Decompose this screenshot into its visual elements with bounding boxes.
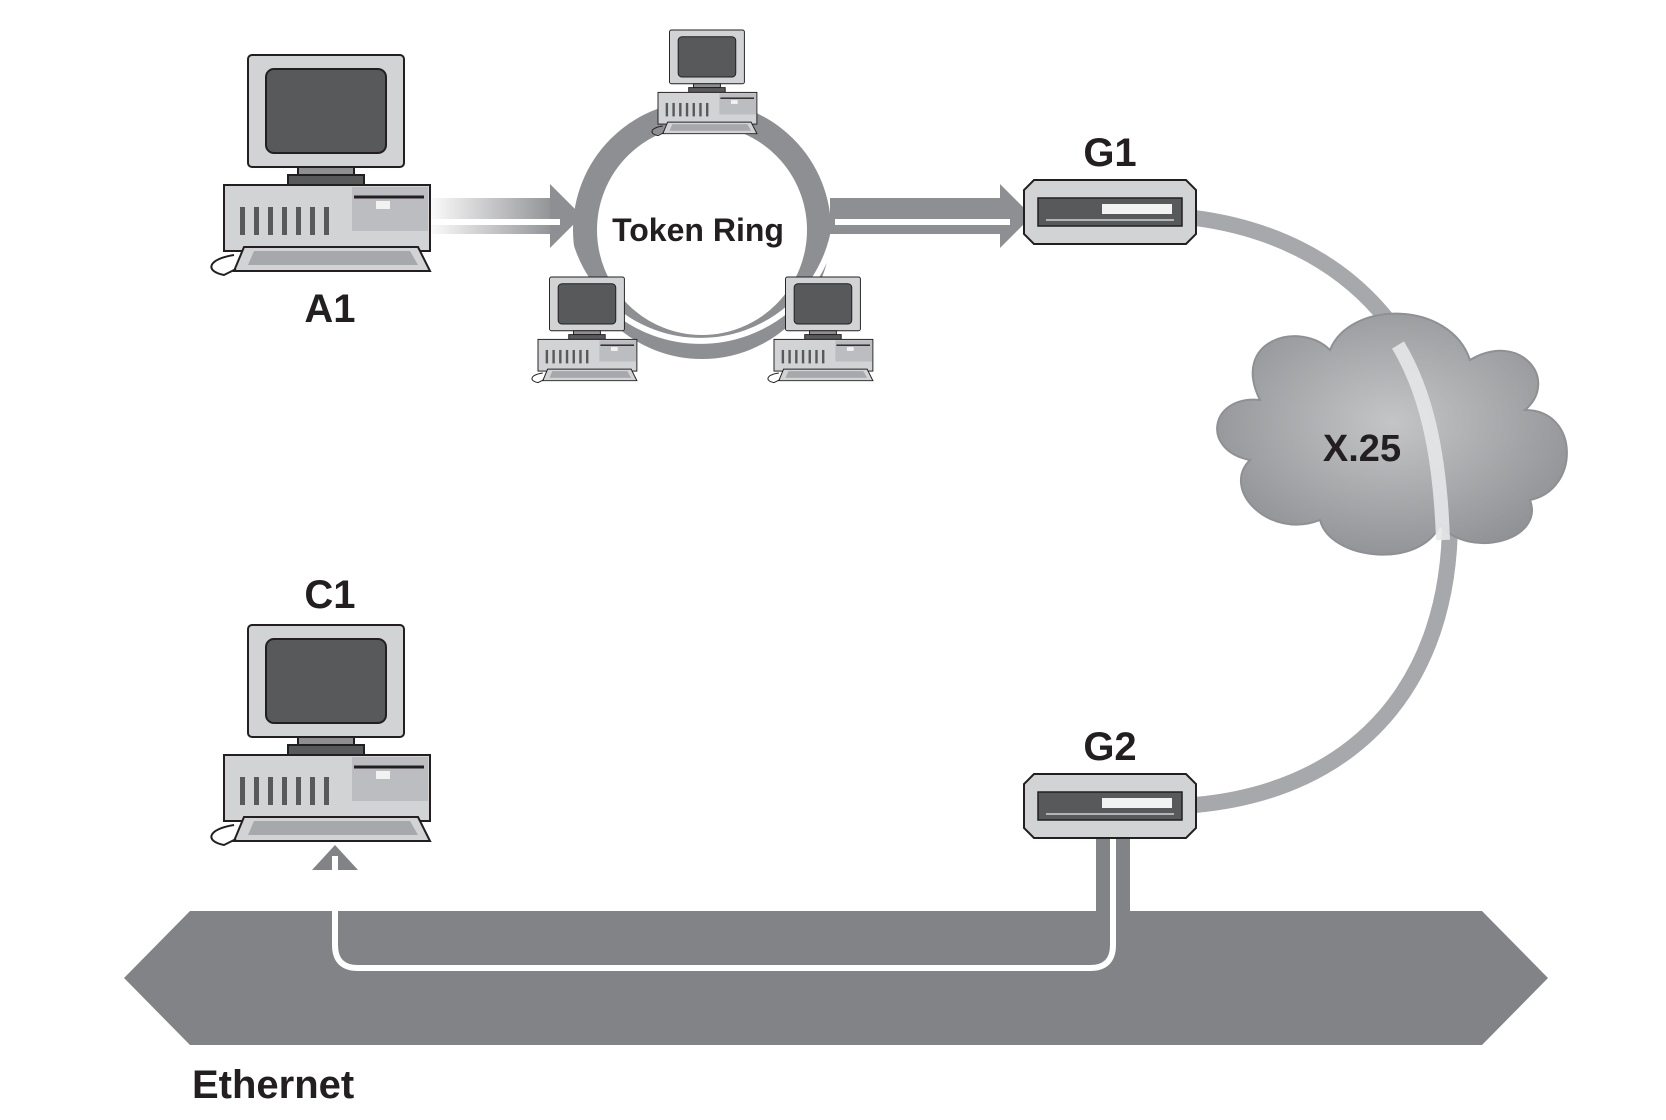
x25-cloud: [1216, 312, 1568, 556]
computer-a1: [209, 53, 432, 277]
label-x25: X.25: [1323, 428, 1401, 470]
data-path-g2-to-c1: [332, 838, 1116, 971]
ethernet-backbone: [124, 911, 1548, 1045]
label-g1: G1: [1083, 131, 1136, 175]
label-c1: C1: [304, 573, 355, 617]
ring-station-left: [531, 276, 638, 384]
label-token-ring: Token Ring: [612, 212, 784, 248]
label-g2: G2: [1083, 725, 1136, 769]
computer-c1: [209, 623, 432, 847]
ring-station-top: [651, 29, 758, 137]
gateway-g2: [1023, 773, 1197, 839]
gateway-g1: [1023, 179, 1197, 245]
label-a1: A1: [304, 287, 355, 331]
arrow-ring-to-g1: [830, 184, 1032, 248]
arrow-a1-to-ring: [425, 184, 582, 248]
label-ethernet: Ethernet: [192, 1063, 354, 1107]
